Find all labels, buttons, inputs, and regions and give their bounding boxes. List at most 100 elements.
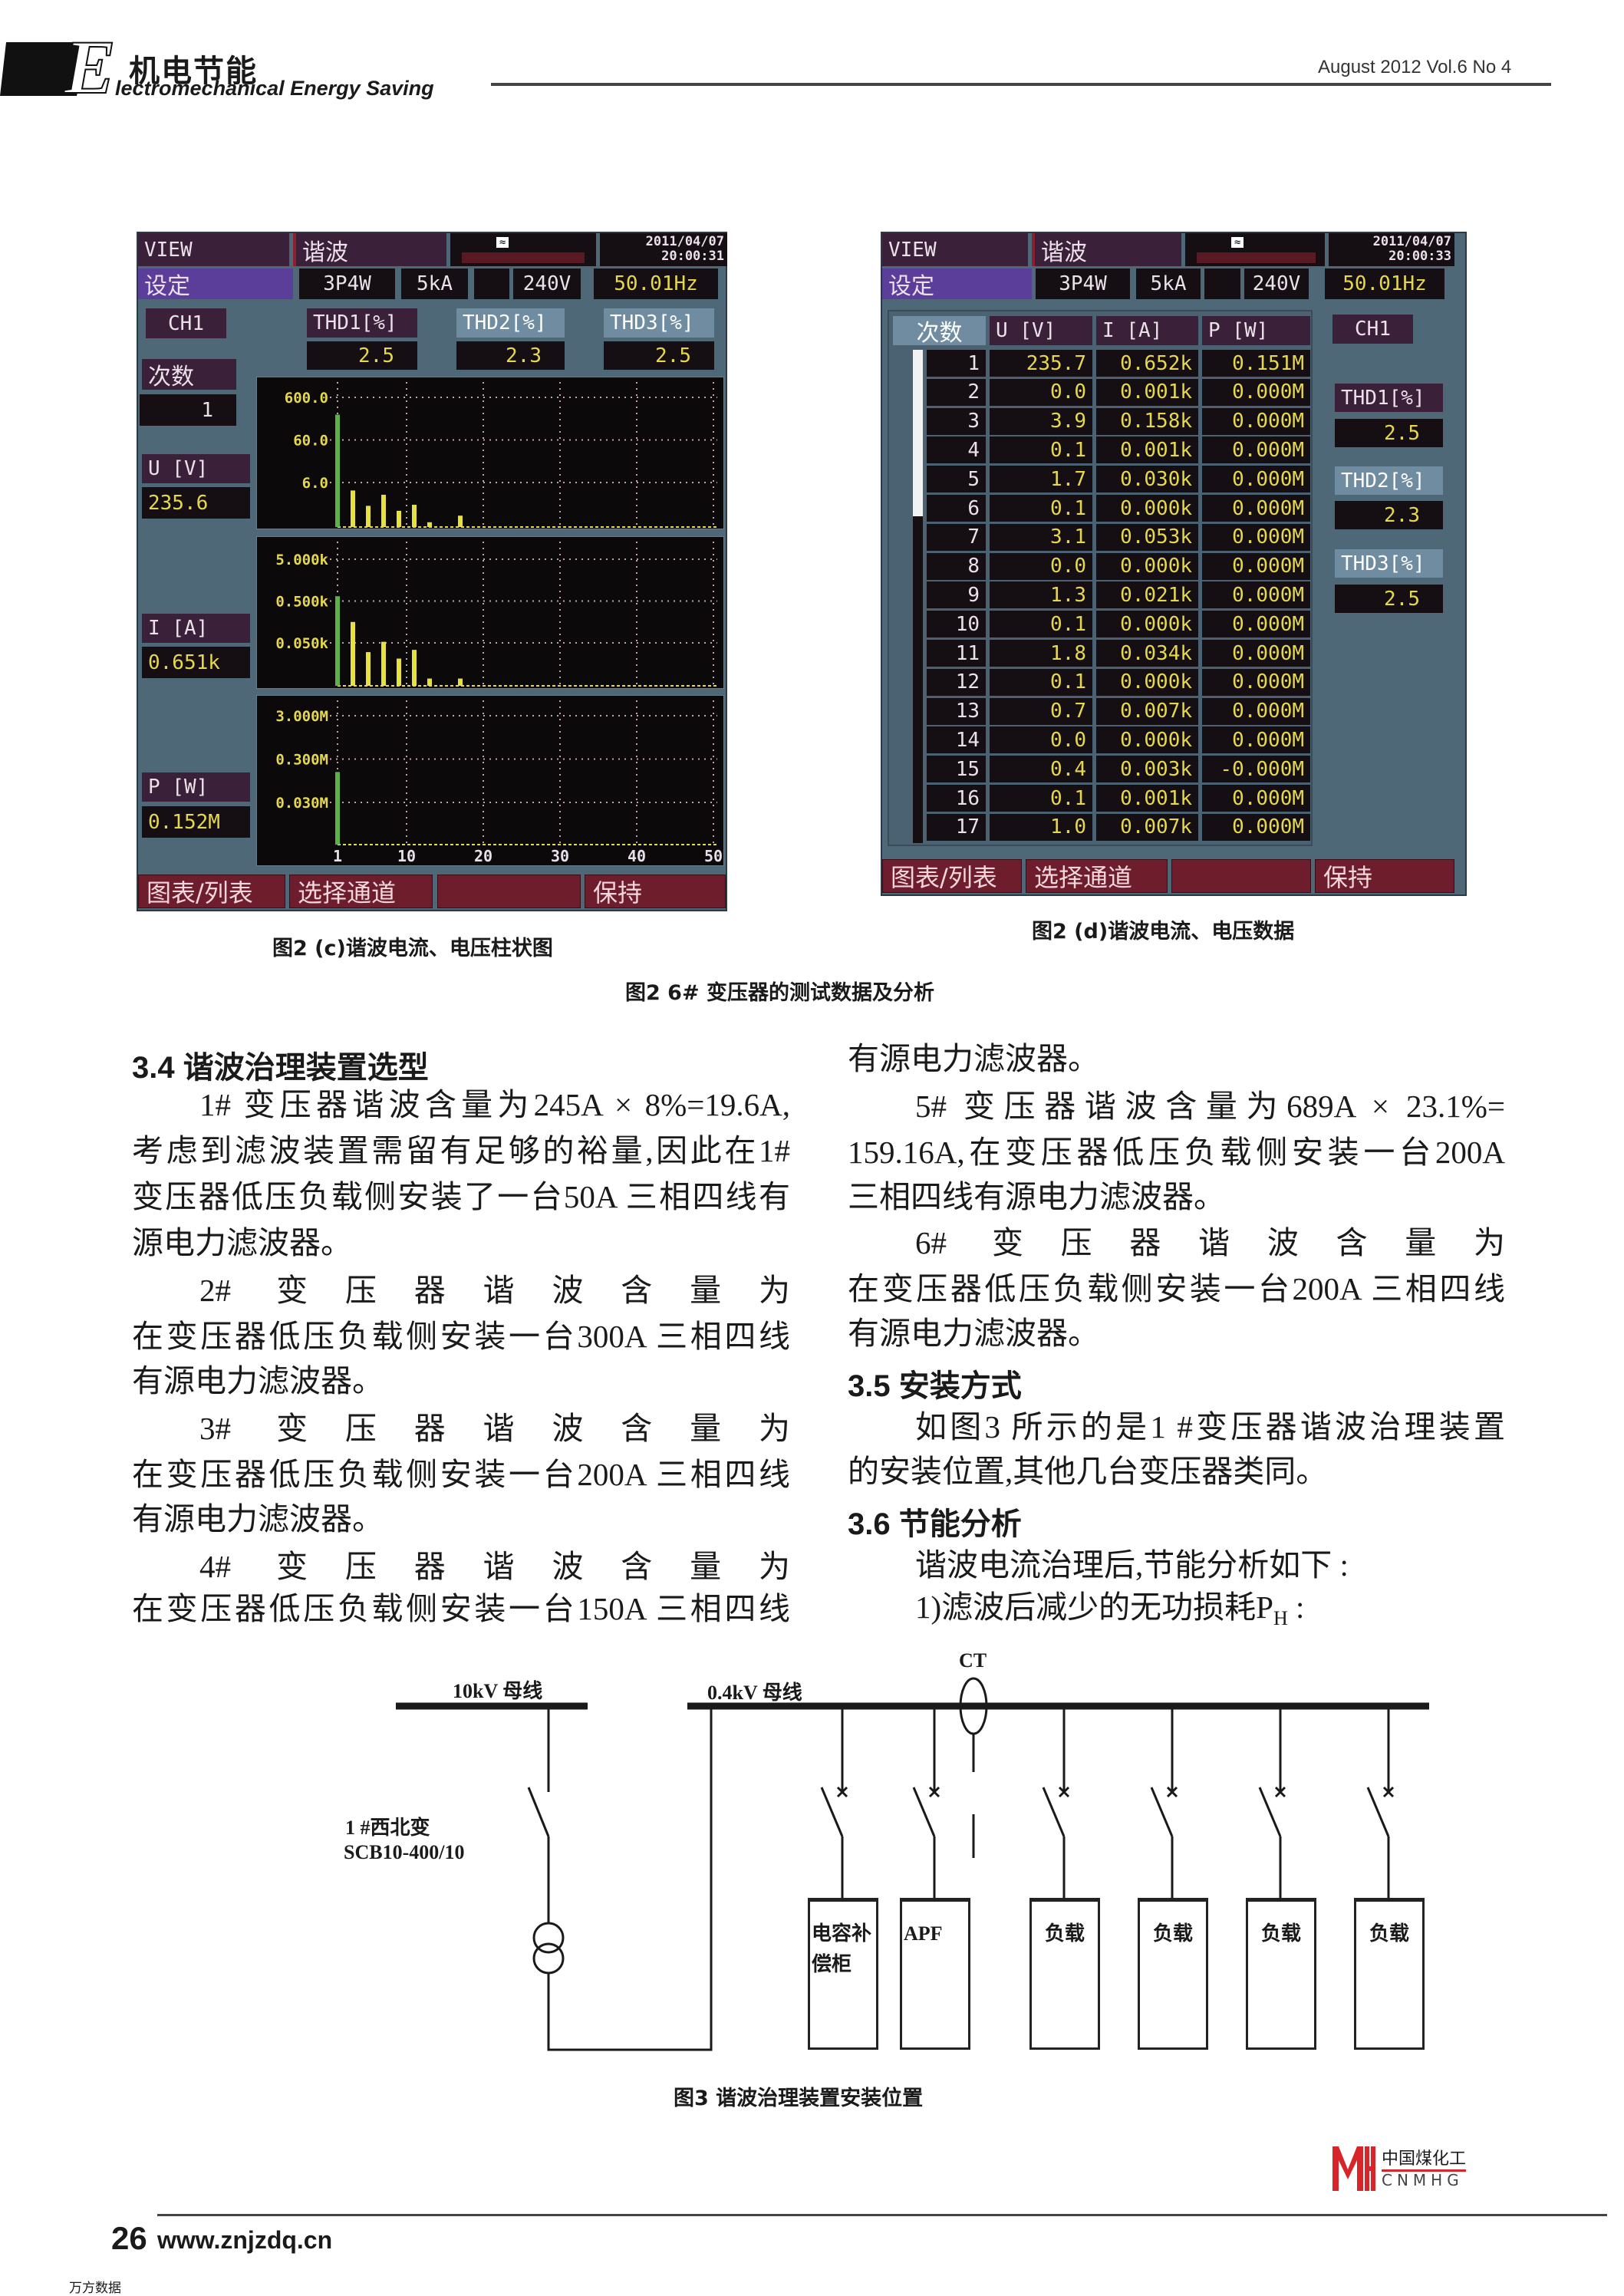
journal-title-en: lectromechanical Energy Saving xyxy=(115,77,434,100)
table-cell: 0.034k xyxy=(1096,640,1198,667)
table-cell: 0.003k xyxy=(1096,756,1198,783)
caption-fig2: 图2 6# 变压器的测试数据及分析 xyxy=(625,981,934,1005)
row-order: 17 xyxy=(927,813,986,841)
wiring-value: 3P4W xyxy=(1036,268,1130,299)
text-line: 的安装位置,其他几台变压器类同。 xyxy=(848,1450,1327,1493)
logo-cn: 中国煤化工 xyxy=(1382,2145,1467,2172)
text-line: 在变压器低压负载侧安装一台300A 三相四线 xyxy=(132,1315,790,1358)
text-line: 3# 变压器谐波含量为796A×20.8%=165.57A, xyxy=(199,1407,790,1450)
breaker-x-icon xyxy=(1166,1786,1178,1798)
table-cell: 0.000M xyxy=(1202,378,1310,406)
softkey-blank[interactable] xyxy=(1171,859,1311,893)
text-line: 三相四线有源电力滤波器。 xyxy=(848,1175,1225,1218)
power-value: 0.152M xyxy=(142,806,250,838)
text-line: 谐波电流治理后,节能分析如下 : xyxy=(915,1543,1349,1586)
text-line: 6# 变压器谐波含量为732A×25.9%=189.59A, xyxy=(915,1221,1505,1264)
voltage-label: U [V] xyxy=(142,454,250,483)
table-cell: 0.000M xyxy=(1202,523,1310,551)
table-cell: 0.001k xyxy=(1096,436,1198,464)
text-line: 159.16A,在变压器低压负载侧安装一台200A xyxy=(848,1131,1505,1174)
thd2-label: THD2[%] xyxy=(456,308,565,338)
page-number: 26 xyxy=(111,2220,147,2256)
row-order: 6 xyxy=(927,495,986,522)
table-cell: 1.3 xyxy=(990,581,1092,609)
text-line: 如图3 所示的是1 #变压器谐波治理装置 xyxy=(915,1405,1505,1448)
subscript: H xyxy=(1273,1607,1288,1630)
y-tick-label: 0.300M xyxy=(275,752,328,769)
text-line: 有源电力滤波器。 xyxy=(132,1497,384,1540)
harmonic-bar xyxy=(427,678,432,686)
row-order: 9 xyxy=(927,581,986,609)
thd2-value: 2.3 xyxy=(1335,501,1443,529)
journal-logo-block xyxy=(0,42,91,96)
x-tick-label: 50 xyxy=(704,847,723,865)
softkey-select-channel[interactable]: 选择通道 xyxy=(289,875,433,908)
setting-button[interactable]: 设定 xyxy=(882,268,1032,300)
footer-rule xyxy=(157,2214,1607,2216)
harmonic-bar xyxy=(427,522,432,527)
logo-en: CNMHG xyxy=(1382,2171,1464,2189)
table-scrollbar[interactable] xyxy=(913,350,923,843)
text-line: 2# 变压器谐波含量为501A×10.8%=254.12A, xyxy=(199,1269,790,1312)
row-order: 11 xyxy=(927,640,986,667)
row-order: 1 xyxy=(927,350,986,377)
text-span: 3.4 谐波治理装置选型 xyxy=(132,1051,429,1085)
status-icon: ≈ xyxy=(496,236,509,248)
table-cell: 0.000M xyxy=(1202,785,1310,812)
text-line: 有源电力滤波器。 xyxy=(848,1312,1099,1355)
feeder-switch xyxy=(1366,1787,1390,1837)
table-cell: 0.000M xyxy=(1202,640,1310,667)
harmonic-bar xyxy=(351,621,355,686)
caption-fig2c: 图2 (c)谐波电流、电压柱状图 xyxy=(272,937,553,960)
row-order: 3 xyxy=(927,407,986,435)
table-cell: 0.001k xyxy=(1096,785,1198,812)
section-heading: 3.4 谐波治理装置选型 xyxy=(132,1043,429,1085)
softkey-chart-list[interactable]: 图表/列表 xyxy=(882,859,1022,893)
table-header: 次数 xyxy=(893,316,986,347)
text-span: 源电力滤波器。 xyxy=(132,1225,352,1260)
softkey-blank[interactable] xyxy=(437,875,581,908)
softkey-hold[interactable]: 保持 xyxy=(1315,859,1454,893)
row-order: 2 xyxy=(927,378,986,406)
harmonic-bar xyxy=(397,510,401,527)
x-tick-label: 30 xyxy=(551,847,569,865)
order-value[interactable]: 1 xyxy=(140,394,236,426)
text-span: 谐波电流治理后,节能分析如下 : xyxy=(915,1547,1349,1583)
x-tick-label: 10 xyxy=(397,847,416,865)
caption-fig3: 图3 谐波治理装置安装位置 xyxy=(674,2087,924,2110)
table-cell: 0.000M xyxy=(1202,436,1310,464)
setting-button[interactable]: 设定 xyxy=(138,268,293,300)
feeder-switch xyxy=(912,1787,936,1837)
table-cell: 0.000k xyxy=(1096,552,1198,580)
softkey-hold[interactable]: 保持 xyxy=(585,875,726,908)
breaker-x-icon xyxy=(836,1786,848,1798)
table-cell: 1.0 xyxy=(990,813,1092,841)
text-span: 有源电力滤波器。 xyxy=(132,1501,384,1537)
date: 2011/04/07 xyxy=(645,234,724,249)
thd2-value: 2.3 xyxy=(456,341,565,370)
row-order: 10 xyxy=(927,611,986,638)
journal-title-cn: 机电节能 xyxy=(129,54,258,89)
time: 20:00:33 xyxy=(1388,249,1451,264)
watermark: 万方数据 xyxy=(69,2281,121,2296)
x-tick-label: 40 xyxy=(628,847,646,865)
current-value: 0.651k xyxy=(142,647,250,678)
y-tick-label: 5.000k xyxy=(275,552,328,568)
table-cell: 0.053k xyxy=(1096,523,1198,551)
scrollbar-thumb[interactable] xyxy=(913,350,923,516)
softkey-chart-list[interactable]: 图表/列表 xyxy=(138,875,285,908)
channel-label[interactable]: CH1 xyxy=(146,308,226,338)
status-area: ≈ xyxy=(1185,233,1325,266)
harmonic-bar xyxy=(351,490,355,527)
text-line: 有源电力滤波器。 xyxy=(848,1037,1099,1080)
view-label: VIEW xyxy=(882,233,1028,266)
site-url: www.znjzdq.cn xyxy=(157,2226,333,2254)
table-cell: 0.000k xyxy=(1096,668,1198,696)
harmonic-bar xyxy=(366,506,371,527)
table-cell: 0.158k xyxy=(1096,407,1198,435)
channel-label[interactable]: CH1 xyxy=(1332,315,1413,344)
softkey-select-channel[interactable]: 选择通道 xyxy=(1026,859,1168,893)
